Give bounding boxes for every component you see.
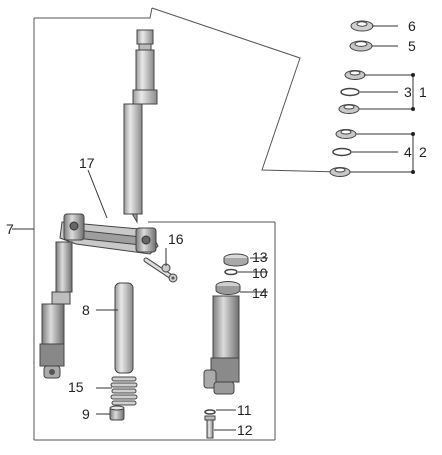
part-14-oil-seal: [215, 281, 241, 295]
upper-bearing-set: [338, 70, 366, 114]
label-part-2: 2: [419, 144, 427, 160]
assembly-outline: [33, 7, 341, 441]
label-part-14: 14: [252, 285, 268, 301]
part-15-spring: [110, 376, 138, 406]
bracket-dots: [411, 73, 415, 174]
label-part-15: 15: [68, 379, 84, 395]
part-12-screw: [204, 415, 216, 439]
label-part-1: 1: [419, 84, 427, 100]
label-part-6: 6: [408, 18, 416, 34]
label-part-16: 16: [168, 231, 184, 247]
right-fork-slider: [203, 295, 240, 395]
label-part-3: 3: [404, 84, 412, 100]
part-labels: 6 5 3 1 4 2 17 7 16 13 10 14 8 15 9 11 1…: [6, 18, 427, 438]
label-part-17: 17: [79, 155, 95, 171]
label-part-7: 7: [6, 221, 14, 237]
label-part-12: 12: [237, 422, 253, 438]
fork-crown: [59, 213, 159, 255]
part-11-washer: [204, 409, 216, 415]
left-fork-leg: [39, 241, 73, 379]
label-part-10: 10: [252, 265, 268, 281]
label-part-11: 11: [237, 402, 252, 418]
part-13-seal-cap: [223, 253, 249, 267]
label-part-4: 4: [404, 144, 412, 160]
part-16-pinch-bolt: [143, 257, 178, 283]
lower-bearing-set: [329, 129, 357, 177]
label-part-8: 8: [82, 302, 90, 318]
label-part-5: 5: [408, 38, 416, 54]
steering-stem: [123, 29, 158, 224]
part-9-bush: [109, 405, 125, 421]
part-8-inner-tube: [114, 282, 134, 374]
leader-lines: [12, 25, 414, 431]
part-10-circlip: [224, 268, 238, 276]
label-part-9: 9: [82, 406, 90, 422]
part-6-lock-nut: [350, 20, 374, 32]
part-5-ring-nut: [349, 40, 373, 52]
label-part-13: 13: [252, 249, 268, 265]
